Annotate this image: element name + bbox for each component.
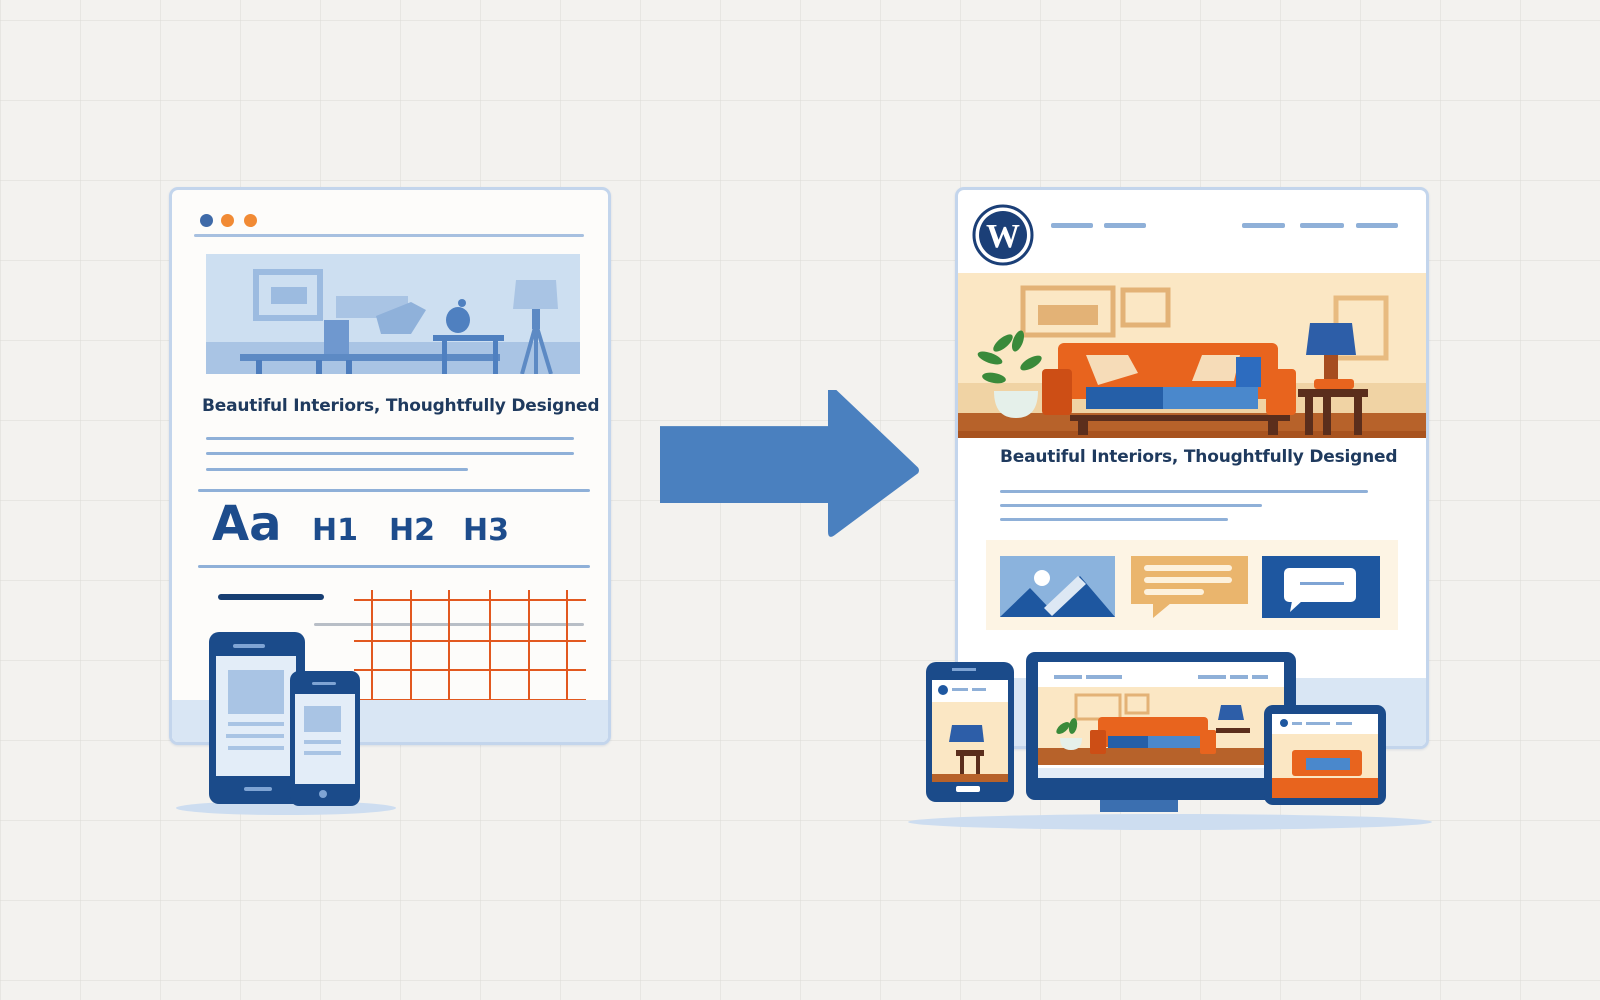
quote-block-icon[interactable] [1262, 556, 1380, 618]
transform-arrow-icon [656, 390, 921, 540]
desktop-monitor-icon [1026, 652, 1296, 812]
nav-item[interactable] [1051, 223, 1093, 228]
layout-grid [354, 590, 586, 715]
header-divider [194, 234, 584, 237]
phone-icon [926, 662, 1014, 802]
hero-heading: Beautiful Interiors, Thoughtfully Design… [1000, 447, 1398, 467]
text-line [1000, 518, 1228, 521]
left-device-group [176, 630, 416, 816]
nav-item[interactable] [1356, 223, 1398, 228]
text-line [206, 437, 574, 440]
responsive-device-group [908, 650, 1433, 830]
window-dot-orange [221, 214, 234, 227]
hero-image-monochrome [206, 254, 580, 374]
svg-text:W: W [986, 218, 1020, 255]
section-divider [198, 565, 590, 568]
nav-item[interactable] [1242, 223, 1285, 228]
text-block-icon[interactable] [1131, 556, 1248, 618]
heading-level-h3: H3 [463, 513, 509, 548]
phone-icon [290, 671, 360, 806]
window-dot-blue [200, 214, 213, 227]
tablet-icon [1264, 705, 1386, 805]
hero-heading: Beautiful Interiors, Thoughtfully Design… [202, 396, 600, 416]
heading-level-h1: H1 [312, 513, 358, 548]
nav-item[interactable] [1104, 223, 1146, 228]
image-block-icon[interactable] [1000, 556, 1115, 617]
window-dot-orange [244, 214, 257, 227]
content-blocks-row [986, 540, 1398, 630]
text-line [206, 468, 468, 471]
hero-image-color [958, 273, 1426, 438]
nav-item[interactable] [1300, 223, 1344, 228]
accent-bar [218, 594, 324, 600]
text-line [206, 452, 574, 455]
tablet-icon [209, 632, 305, 804]
text-line [1000, 504, 1262, 507]
text-line [1000, 490, 1368, 493]
section-divider [198, 489, 590, 492]
typography-sample: Aa [212, 496, 282, 552]
heading-level-h2: H2 [389, 513, 435, 548]
wordpress-logo-icon: W [972, 204, 1034, 266]
